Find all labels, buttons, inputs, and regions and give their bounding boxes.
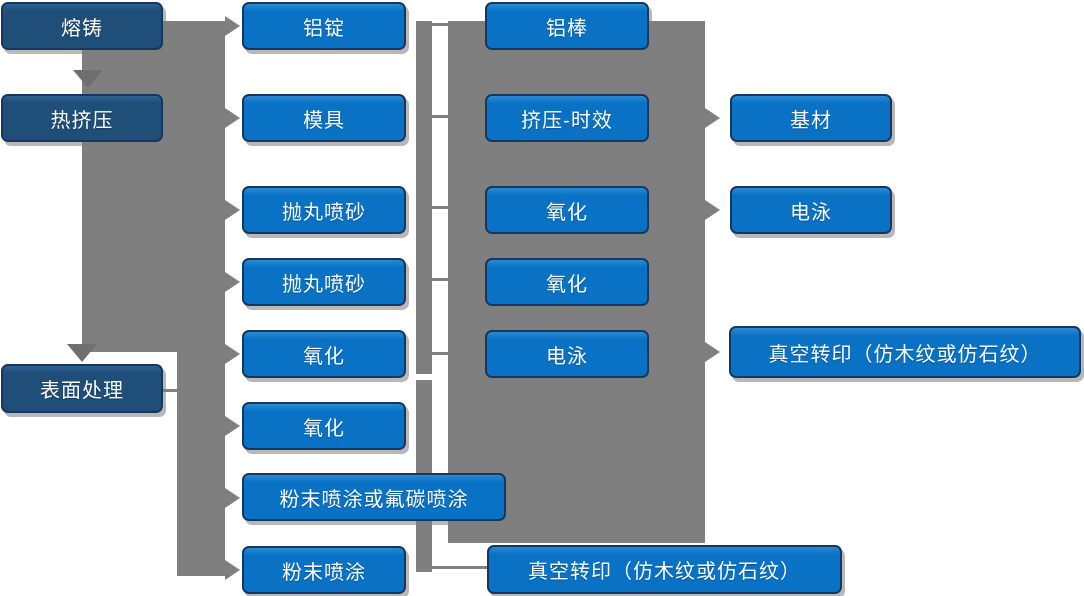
arrow-to-powder-coating-icon bbox=[225, 560, 240, 580]
node-vacuum-transfer-print-2: 真空转印（仿木纹或仿石纹） bbox=[729, 326, 1081, 378]
node-powder-or-fluorocarbon-coating: 粉末喷涂或氟碳喷涂 bbox=[242, 473, 506, 521]
connector-line-bus-row5 bbox=[432, 352, 448, 355]
connector-line-bus-row4 bbox=[432, 278, 448, 281]
arrow-to-oxidation-1-icon bbox=[225, 344, 240, 364]
connector-line-bus-to-vacuum-transfer bbox=[432, 566, 487, 569]
node-base-material: 基材 bbox=[730, 94, 892, 142]
node-oxidation-1: 氧化 bbox=[242, 330, 406, 378]
node-mold: 模具 bbox=[242, 94, 406, 142]
node-extrusion-aging: 挤压-时效 bbox=[485, 94, 649, 142]
arrow-to-surface-treatment-icon bbox=[67, 344, 97, 362]
arrow-to-powder-or-fluorocarbon-icon bbox=[225, 488, 240, 508]
arrow-to-aluminum-ingot-icon bbox=[225, 16, 240, 36]
arrow-to-hot-extrusion-icon bbox=[73, 70, 103, 88]
connector-line-bus-row3 bbox=[432, 206, 448, 209]
connector-bus-bar-upper bbox=[416, 21, 432, 374]
node-oxidation-4: 氧化 bbox=[485, 258, 649, 306]
connector-line-bus-row1 bbox=[432, 23, 448, 26]
connector-line-bus-row2 bbox=[432, 115, 448, 118]
node-melting-casting: 熔铸 bbox=[1, 2, 163, 50]
arrow-to-shot-blasting-1-icon bbox=[225, 200, 240, 220]
node-vacuum-transfer-print-1: 真空转印（仿木纹或仿石纹） bbox=[487, 545, 842, 594]
arrow-to-electrophoresis-icon bbox=[705, 200, 720, 220]
node-shot-blasting-2: 抛丸喷砂 bbox=[242, 258, 406, 306]
arrow-to-shot-blasting-2-icon bbox=[225, 272, 240, 292]
arrow-to-oxidation-2-icon bbox=[225, 416, 240, 436]
node-shot-blasting-1: 抛丸喷砂 bbox=[242, 186, 406, 234]
node-electrophoresis-1: 电泳 bbox=[485, 330, 649, 378]
arrow-to-mold-icon bbox=[225, 108, 240, 128]
node-electrophoresis-2: 电泳 bbox=[730, 186, 892, 234]
node-aluminum-rod: 铝棒 bbox=[485, 2, 649, 50]
node-oxidation-2: 氧化 bbox=[242, 402, 406, 450]
node-surface-treatment: 表面处理 bbox=[1, 364, 163, 413]
connector-line-surface-treatment-to-band bbox=[163, 389, 177, 392]
connector-band-left-upper bbox=[82, 21, 225, 352]
node-hot-extrusion: 热挤压 bbox=[1, 94, 163, 142]
arrow-to-base-material-icon bbox=[705, 108, 720, 128]
arrow-to-vacuum-transfer-icon bbox=[705, 342, 720, 362]
connector-band-left-lower bbox=[177, 352, 225, 576]
node-aluminum-ingot: 铝锭 bbox=[242, 2, 406, 50]
node-powder-coating: 粉末喷涂 bbox=[242, 546, 406, 594]
node-oxidation-3: 氧化 bbox=[485, 186, 649, 234]
